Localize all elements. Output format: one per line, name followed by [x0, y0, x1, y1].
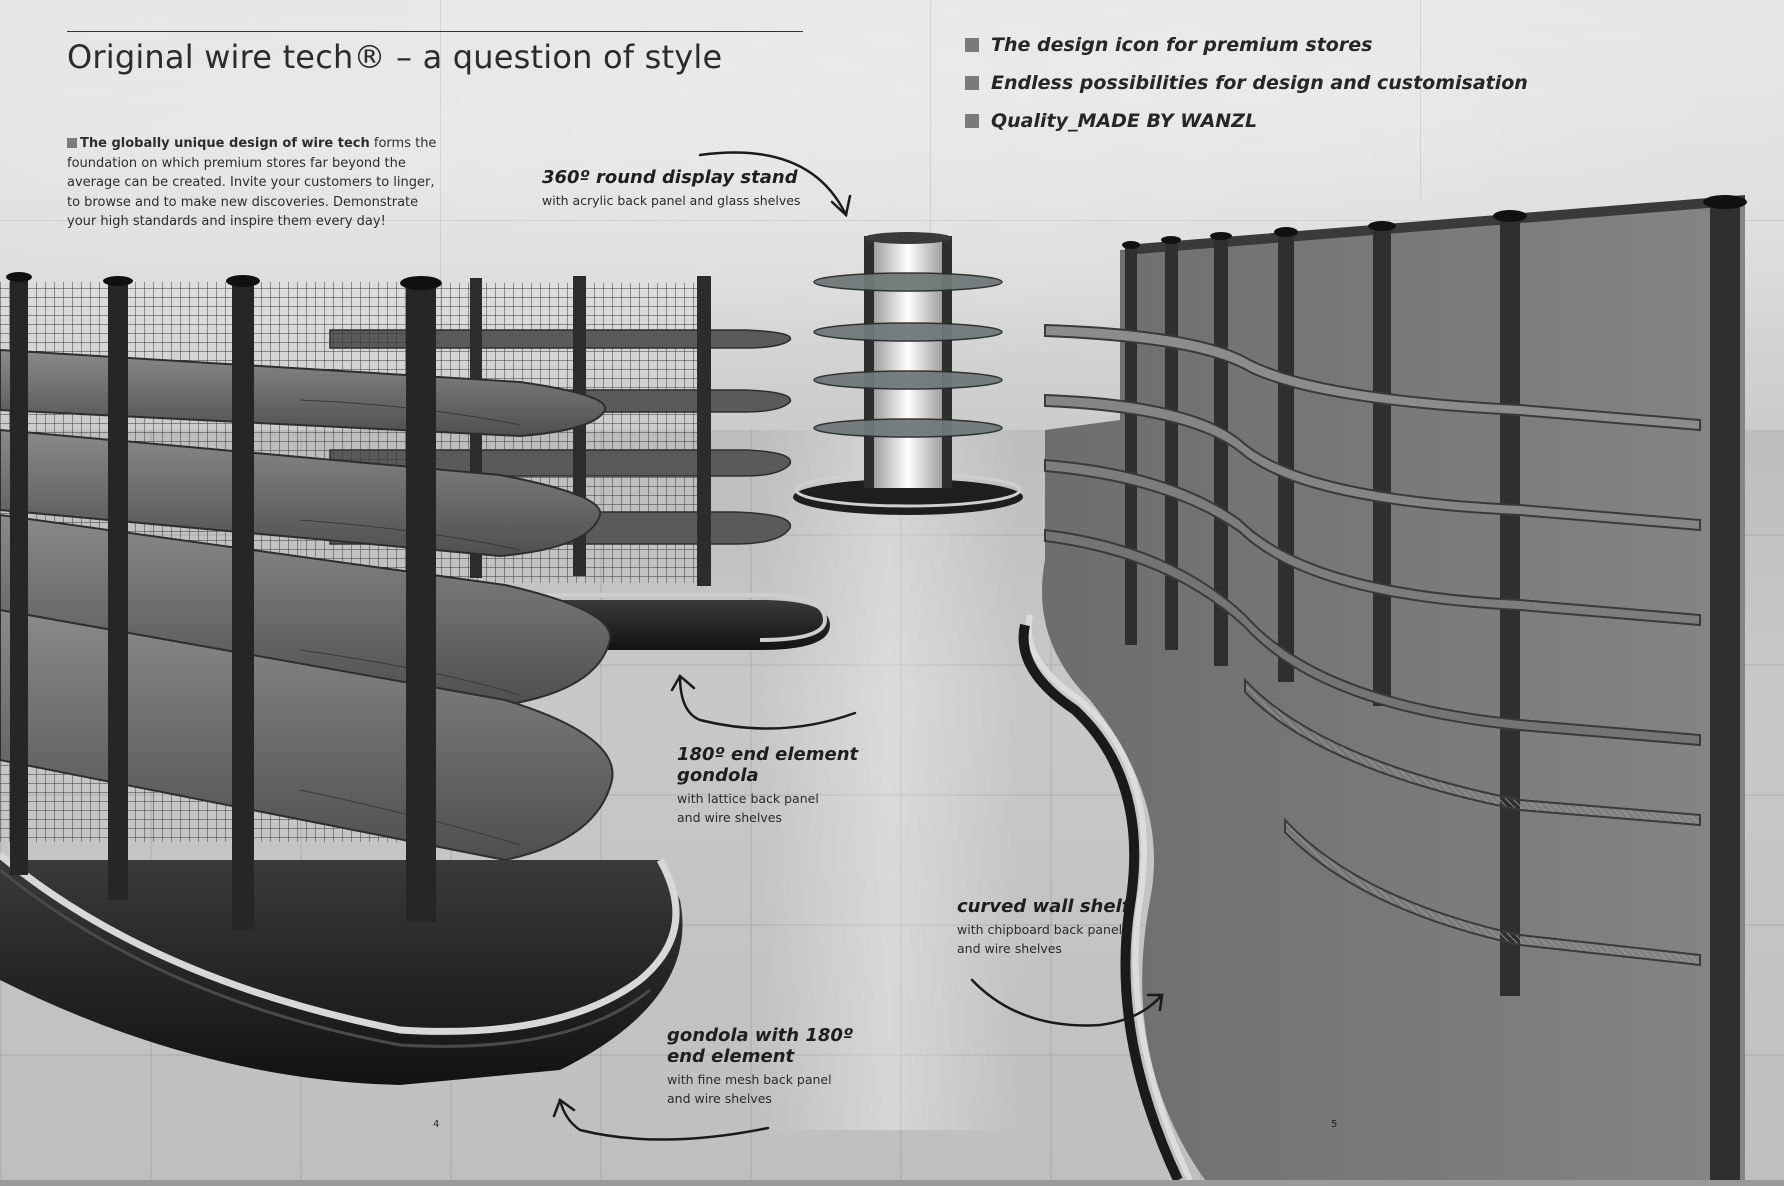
wall-seam: [0, 220, 1784, 221]
caption-heading: curved wall shelf: [957, 896, 1130, 917]
page-bottom-edge: [0, 1180, 1784, 1186]
page-title: Original wire tech® – a question of styl…: [67, 38, 723, 76]
caption-round-stand: 360º round display stand with acrylic ba…: [542, 167, 800, 210]
bullet-square: [67, 138, 77, 148]
feature-item: Quality_MADE BY WANZL: [965, 102, 1528, 140]
wall-seam: [440, 0, 441, 440]
floor-reflection: [760, 430, 1020, 1130]
caption-gondola: gondola with 180º end element with fine …: [667, 1025, 853, 1108]
wall-seam: [930, 0, 931, 430]
caption-heading: 360º round display stand: [542, 167, 798, 188]
caption-heading: 180º end element gondola: [677, 744, 859, 786]
wall-seam: [1420, 0, 1421, 200]
feature-item: Endless possibilities for design and cus…: [965, 64, 1528, 102]
page-number-right: 5: [1331, 1119, 1338, 1130]
bullet-square: [965, 114, 979, 128]
caption-subtext: with acrylic back panel and glass shelve…: [542, 193, 801, 208]
intro-paragraph: The globally unique design of wire tech …: [67, 134, 447, 232]
bullet-square: [965, 38, 979, 52]
annotation-arrows: [552, 151, 1164, 1141]
title-rule: [67, 31, 803, 32]
round-display-stand: [793, 232, 1023, 515]
intro-lead: The globally unique design of wire tech: [80, 136, 370, 151]
caption-curved-wall: curved wall shelf with chipboard back pa…: [957, 896, 1130, 958]
page-number-left: 4: [433, 1119, 440, 1130]
caption-subtext: with lattice back panel and wire shelves: [677, 791, 819, 825]
caption-end-element: 180º end element gondola with lattice ba…: [677, 744, 858, 827]
gondola-with-end-element: [0, 272, 683, 1085]
curved-wall-shelf: [1018, 195, 1747, 1183]
caption-heading: gondola with 180º end element: [667, 1025, 854, 1067]
caption-subtext: with fine mesh back panel and wire shelv…: [667, 1072, 832, 1106]
feature-item: The design icon for premium stores: [965, 26, 1528, 64]
feature-list: The design icon for premium stores Endle…: [965, 26, 1528, 140]
caption-subtext: with chipboard back panel and wire shelv…: [957, 922, 1123, 956]
bullet-square: [965, 76, 979, 90]
intro-body: forms the foundation on which premium st…: [67, 136, 437, 229]
